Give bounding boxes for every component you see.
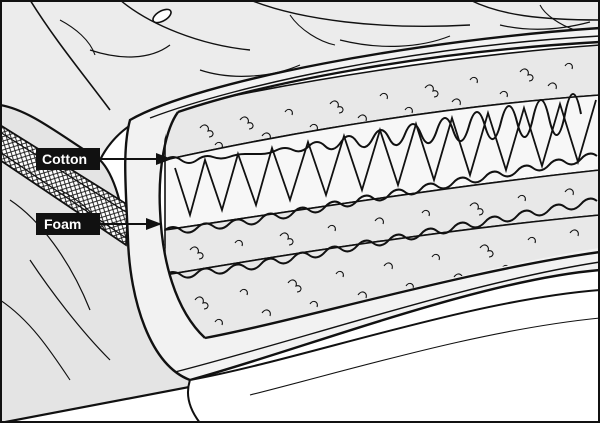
cut-face-outline xyxy=(158,40,600,340)
callout-cotton: Cotton xyxy=(36,148,172,170)
callout-cotton-arrowhead xyxy=(156,153,172,165)
callout-foam-box xyxy=(36,213,100,235)
callout-foam-label: Foam xyxy=(44,216,81,232)
callout-foam-arrowhead xyxy=(146,218,162,230)
callout-cotton-box xyxy=(36,148,100,170)
cut-face-layers xyxy=(159,42,600,338)
cotton-texture xyxy=(189,62,579,326)
callout-foam: Foam xyxy=(36,213,162,235)
mattress-bottom-edge xyxy=(187,288,600,423)
callout-cotton-label: Cotton xyxy=(42,151,87,167)
